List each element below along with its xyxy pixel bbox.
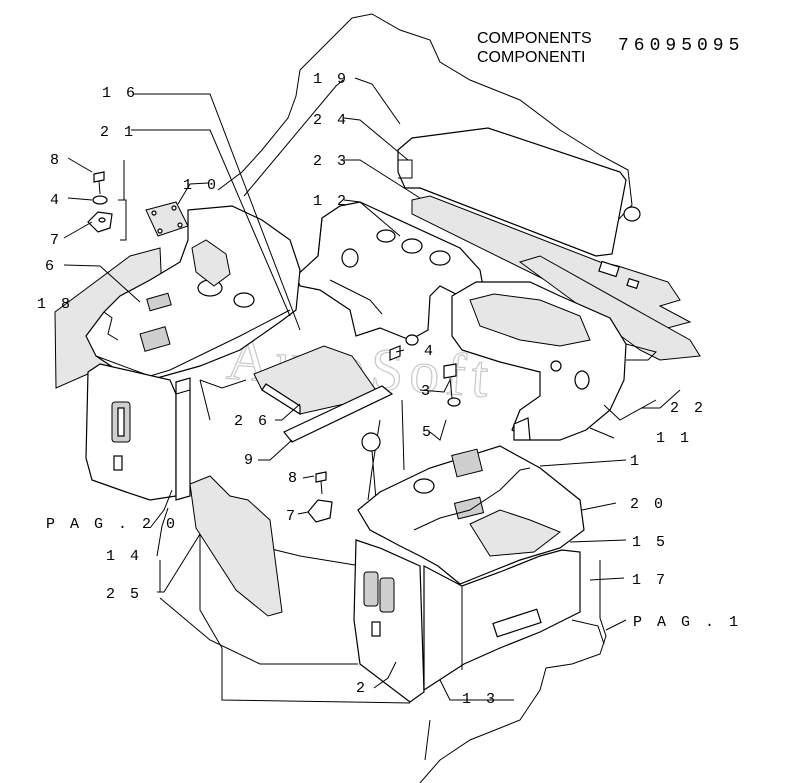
right-console [451, 281, 657, 441]
left-gasket [189, 475, 283, 617]
top-cover-panel [397, 127, 701, 361]
callout-label: 2 1 [100, 124, 136, 141]
part-number: 76095095 [618, 36, 745, 56]
callout-label: P A G . 1 [633, 614, 741, 631]
callout-label: 2 3 [313, 153, 349, 170]
callout-label: 1 1 [656, 430, 692, 447]
left-upper-console [85, 205, 301, 381]
callout-label: 8 [50, 152, 62, 169]
callout-labels: 1 6 1 9 2 1 2 4 8 2 3 1 0 4 1 2 7 6 1 8 … [37, 71, 741, 708]
callout-label: 2 2 [670, 400, 706, 417]
callout-label: 4 [424, 343, 436, 360]
callout-label: 1 3 [462, 691, 498, 708]
fastener-group-top [87, 171, 113, 233]
fastener-group-lower [307, 471, 333, 523]
callout-label: 4 [50, 192, 62, 209]
diagram-title-it: COMPONENTI [477, 49, 586, 66]
callout-label: 1 9 [313, 71, 349, 88]
callout-label: P A G . 2 0 [46, 516, 178, 533]
callout-label: 1 5 [632, 534, 668, 551]
left-lower-housing [85, 363, 191, 501]
callout-label: 1 0 [183, 177, 219, 194]
callout-label: 7 [286, 508, 298, 525]
callout-label: 2 6 [234, 413, 270, 430]
callout-label: 2 4 [313, 112, 349, 129]
callout-label: 1 7 [632, 572, 668, 589]
callout-label: 2 [356, 680, 368, 697]
callout-label: 8 [288, 470, 300, 487]
callout-label: 1 6 [102, 85, 138, 102]
gear-lever [361, 334, 461, 511]
diagram-title-en: COMPONENTS [477, 30, 592, 47]
callout-label: 7 [50, 232, 62, 249]
callout-label: 1 2 [313, 193, 349, 210]
chassis-outline [159, 13, 633, 783]
leader-lines [63, 77, 681, 701]
callout-label: 9 [244, 452, 256, 469]
callout-label: 1 4 [106, 548, 142, 565]
dashboard-cross-member [295, 201, 485, 341]
main-lower-console [353, 445, 585, 703]
callout-label: 2 0 [630, 496, 666, 513]
callout-label: 6 [45, 258, 57, 275]
callout-label: 5 [422, 424, 434, 441]
center-plate-and-bar [199, 345, 394, 443]
callout-label: 1 [630, 453, 642, 470]
callout-label: 3 [421, 383, 433, 400]
callout-label: 2 5 [106, 586, 142, 603]
small-cover-plate [145, 201, 189, 237]
callout-label: 1 8 [37, 296, 73, 313]
